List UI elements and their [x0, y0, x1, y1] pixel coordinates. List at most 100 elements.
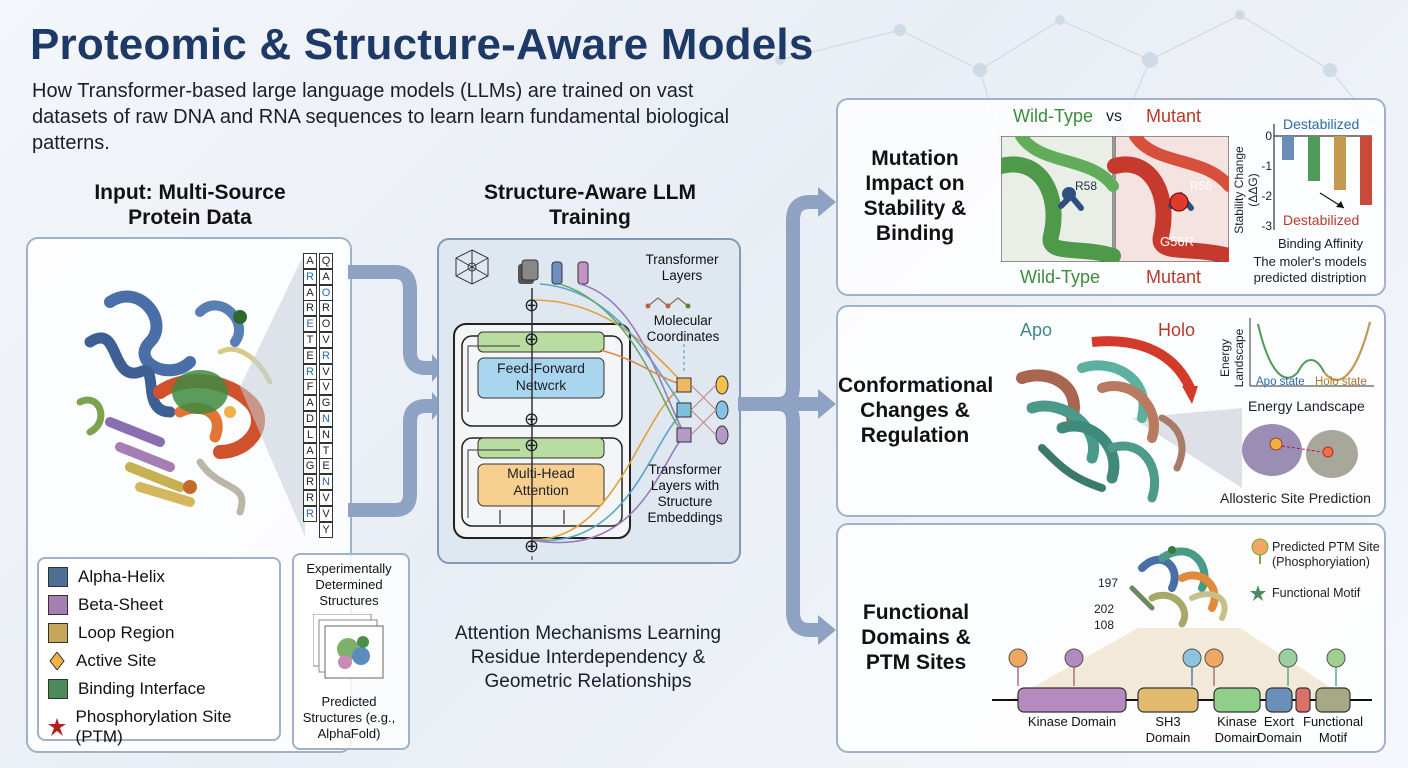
chart-note: The moler's models predicted distription	[1253, 254, 1367, 285]
sequence-residue: V	[319, 332, 333, 348]
allosteric-site-image	[1242, 424, 1358, 478]
motif-legend-label: Functional Motif	[1272, 586, 1361, 600]
r56-label: R56	[1190, 179, 1213, 193]
sequence-residue: T	[319, 442, 333, 459]
r58-label: R58	[1075, 179, 1098, 193]
stability-bar	[1282, 136, 1294, 160]
phosphorylation-icon	[48, 718, 66, 736]
transformer-layers-label: Transformer Layers	[645, 252, 719, 283]
wild-type-label: Wild-Type	[1013, 106, 1094, 126]
mutant-label: Mutant	[1146, 106, 1202, 126]
stability-chart	[1273, 124, 1372, 230]
apo-state-label: Apo state	[1256, 376, 1305, 388]
sequence-residue: R	[303, 490, 317, 506]
stability-bar	[1308, 136, 1320, 181]
y-tick-label: -1	[1261, 159, 1272, 173]
sequence-residue: F	[303, 379, 317, 396]
sequence-residue: A	[303, 395, 317, 412]
residual-add-icon: ⊕	[524, 409, 540, 429]
vs-label: vs	[1106, 108, 1122, 125]
sequence-residue: V	[319, 505, 333, 522]
holo-state-label: Holo state	[1315, 376, 1367, 388]
sequence-residue: N	[319, 474, 333, 491]
sequence-residue: A	[303, 442, 317, 459]
energy-landscape-chart	[1249, 318, 1374, 387]
stability-bar	[1334, 136, 1346, 190]
domain-label: Kinase Domain	[1214, 714, 1260, 745]
domain-map	[992, 628, 1372, 713]
sequence-residue: E	[303, 347, 317, 364]
legend-label: Alpha-Helix	[78, 567, 165, 586]
sequence-residue: R	[303, 268, 317, 285]
ptm-heading: Functional Domains & PTM Sites	[861, 601, 971, 674]
legend-item: Beta-Sheet	[48, 595, 163, 615]
energy-landscape-title: Energy Landscape	[1248, 398, 1365, 414]
domain-structure-image	[1129, 546, 1228, 628]
legend-swatch	[48, 567, 68, 587]
mutation-structure-image	[1001, 136, 1229, 262]
holo-label: Holo	[1158, 320, 1196, 340]
sequence-residue: O	[319, 284, 333, 301]
domain-label: SH3 Domain	[1145, 714, 1191, 745]
residual-add-icon: ⊕	[524, 536, 540, 556]
g56r-label: G56R	[1160, 234, 1194, 249]
legend-swatch	[48, 623, 68, 643]
sequence-residue: E	[319, 458, 333, 475]
residual-add-icon: ⊕	[524, 435, 540, 455]
sequence-residue: Y	[319, 521, 333, 538]
ptm-legend-label: Predicted PTM Site (Phosphoryiation)	[1272, 540, 1380, 569]
sequence-residue: L	[303, 426, 317, 443]
zoom-cone	[240, 252, 305, 537]
chart-x-axis-label: Binding Affinity	[1278, 236, 1364, 251]
sequence-residue: D	[303, 411, 317, 427]
legend-label: Active Site	[76, 651, 157, 670]
sequence-residue: G	[303, 458, 317, 475]
structure-thumbnail-image	[313, 614, 384, 679]
sequence-residue: N	[319, 426, 333, 443]
stability-bar	[1360, 136, 1372, 205]
residual-add-icon: ⊕	[524, 295, 540, 315]
sequence-residue: E	[303, 316, 317, 333]
page-subtitle: How Transformer-based large language mod…	[32, 80, 730, 154]
sequence-residue: V	[319, 490, 333, 506]
apo-label: Apo	[1020, 320, 1053, 340]
sequence-residue: R	[319, 347, 333, 364]
legend-item: Alpha-Helix	[48, 567, 165, 587]
input-heading: Input: Multi-Source Protein Data	[94, 181, 286, 229]
y-tick-label: -3	[1261, 219, 1272, 233]
mutant-bottom-label: Mutant	[1146, 267, 1202, 287]
sequence-residue: R	[303, 363, 317, 380]
legend-item: Loop Region	[48, 623, 174, 643]
energy-y-axis-label: Energy Landscape	[1218, 328, 1246, 388]
predicted-structures-label: Predicted Structures (e.g., AlphaFold)	[302, 694, 396, 741]
sequence-residue: V	[319, 379, 333, 396]
page-title: Proteomic & Structure-Aware Models	[30, 20, 814, 69]
functional-motif-icon	[1250, 585, 1266, 601]
allosteric-label: Allosteric Site Prediction	[1220, 490, 1371, 506]
legend-item: Binding Interface	[48, 679, 206, 699]
sequence-residue: G	[319, 395, 333, 412]
domain-label: Exort Domain	[1257, 714, 1302, 745]
chart-top-label: Destabilized	[1283, 116, 1360, 132]
feed-forward-label: Feed-Forward Netwcrk	[497, 360, 585, 393]
attention-caption: Attention Mechanisms Learning Residue In…	[454, 623, 722, 692]
protein-structure-image	[76, 290, 273, 516]
legend-swatch	[48, 595, 68, 615]
output-branch-arrows	[738, 187, 836, 645]
sequence-residue: Q	[319, 253, 333, 269]
input-to-training-arrows	[348, 265, 444, 517]
y-tick-label: 0	[1265, 129, 1272, 143]
legend-label: Binding Interface	[78, 679, 206, 698]
sequence-residue: R	[303, 300, 317, 317]
multi-head-attention-label: Multi-Head Attention	[507, 465, 575, 498]
conformation-heading: Conformational Changes & Regulation	[838, 374, 994, 447]
legend-box	[37, 557, 281, 741]
sequence-residue: R	[303, 505, 317, 522]
sequence-residue: R	[303, 474, 317, 491]
legend-item: Active Site	[48, 651, 156, 671]
sequence-residue: R	[319, 300, 333, 317]
sequence-residue: N	[319, 411, 333, 427]
chart-y-axis-label: Stability Change (ΔΔG)	[1232, 146, 1260, 234]
